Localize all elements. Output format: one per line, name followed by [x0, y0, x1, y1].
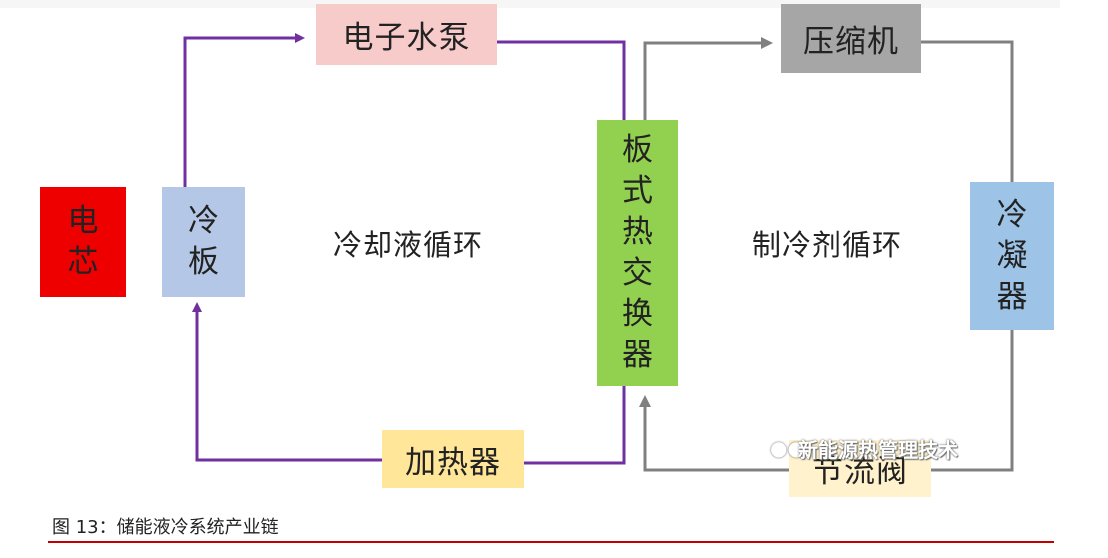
pump-label: 电子水泵	[342, 20, 471, 56]
refrigerant-line-condenser-to-valve	[931, 330, 1014, 472]
plate-exchanger-label: 板式热交换器	[622, 132, 653, 373]
throttle-valve-node: 节流阀	[789, 440, 931, 497]
cell-label: 电芯	[67, 203, 99, 280]
condenser-node: 冷凝器	[970, 182, 1054, 330]
condenser-label: 冷凝器	[996, 196, 1028, 315]
watermark: 新能源热管理技术	[798, 438, 958, 462]
cold-plate-label: 冷板	[188, 203, 219, 280]
refrigerant-line-valve-to-exchanger	[639, 395, 789, 472]
coolant-line-exchanger-to-heater	[524, 386, 626, 465]
cold-plate-node: 冷板	[162, 187, 245, 297]
throttle-valve-label: 节流阀	[812, 454, 908, 490]
figure-caption: 图 13：储能液冷系统产业链	[52, 517, 279, 538]
compressor-label: 压缩机	[803, 24, 899, 60]
top-band	[0, 0, 1060, 8]
coolant-loop-label: 冷却液循环	[333, 228, 484, 262]
refrigerant-line-compressor-to-condenser	[921, 40, 1014, 182]
refrigerant-line-exchanger-to-compressor	[643, 37, 773, 120]
coolant-line-pump-to-exchanger	[497, 40, 626, 120]
coolant-line-heater-to-plate	[192, 302, 382, 462]
refrigerant-loop-label: 制冷剂循环	[752, 228, 903, 262]
heater-node: 加热器	[382, 430, 524, 488]
coolant-line-plate-to-pump	[183, 33, 305, 187]
plate-exchanger-node: 板式热交换器	[597, 120, 678, 386]
heater-label: 加热器	[405, 444, 501, 481]
compressor-node: 压缩机	[781, 4, 921, 73]
wechat-icon: ●●	[770, 436, 805, 460]
pump-node: 电子水泵	[316, 4, 497, 65]
caption-rule	[48, 541, 1054, 543]
cell-node: 电芯	[40, 187, 126, 297]
